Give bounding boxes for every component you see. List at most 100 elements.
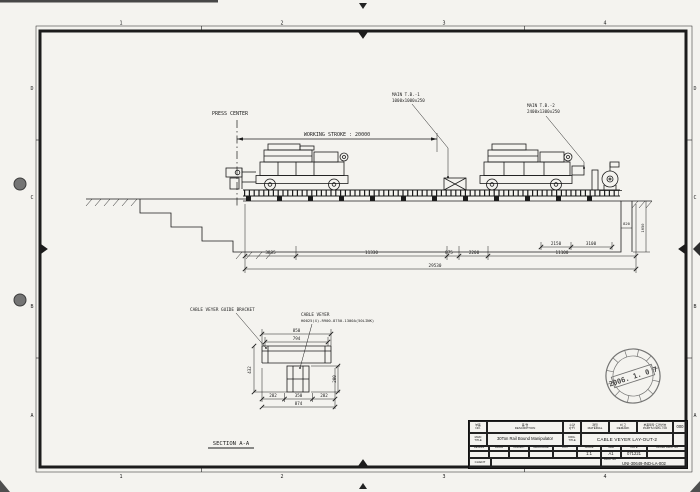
punch-hole xyxy=(13,293,27,307)
zone-row: C xyxy=(30,195,33,201)
label-line: MAIN xyxy=(474,435,482,439)
working-stroke-dim: WORKING STROKE : 20000 xyxy=(237,132,438,152)
wheel xyxy=(328,178,340,191)
header-en: PARTS DWG. NO xyxy=(642,426,668,430)
dim-1650: 1650 xyxy=(640,223,645,233)
titleblock-date-label: DATE xyxy=(621,446,647,451)
header-en: QTY xyxy=(568,426,576,430)
titleblock-header-parts-dwg-no: 부품제작 도면번호 PARTS DWG. NO xyxy=(637,421,673,433)
header-kr: 품 명 xyxy=(521,422,529,427)
main-tb2-callout: MAIN T.B.-2 2400x1300x250 xyxy=(527,103,585,169)
title-block: 부품 NO. 품 명 DESCRIPTION 수량 QTY 재질 MATERIA… xyxy=(468,420,688,469)
rail-beam xyxy=(243,189,620,201)
dim-ticks xyxy=(242,244,639,272)
tong-arm xyxy=(225,167,256,190)
pit-profile xyxy=(139,199,652,253)
wheel xyxy=(486,178,498,191)
sheet-frame xyxy=(35,25,693,473)
press-center-line: PRESS CENTER xyxy=(212,111,249,208)
header-kr: 부품제작 도면번호 xyxy=(643,422,667,427)
zone-col: 3 xyxy=(442,474,445,480)
titleblock-upper-dwg-label: UPPER DWG. NO xyxy=(647,446,687,451)
label-line: DWG. xyxy=(568,435,576,439)
dim-3100: 3100 xyxy=(586,241,597,247)
header-en: DESCRIPTION xyxy=(514,426,536,430)
main-tb2-size: 2400x1300x250 xyxy=(527,109,560,114)
carriage-frame xyxy=(255,175,349,184)
center-mark-top xyxy=(357,30,369,39)
titleblock-header-material: 재질 MATERIAL xyxy=(581,421,609,433)
center-mark-left xyxy=(39,243,48,255)
titleblock-sheet-no: 000 xyxy=(673,421,687,433)
terminal-box-1 xyxy=(443,177,467,191)
titleblock-sign-design-cell xyxy=(469,451,489,458)
label-line: TITLE xyxy=(474,438,482,442)
zone-labels: 1 2 3 4 1 2 3 4 D C B A D C B A xyxy=(30,21,696,481)
zone-row: D xyxy=(30,86,33,92)
titleblock-blank-cell xyxy=(673,433,687,446)
dim-3835: 3835 xyxy=(265,250,276,256)
titleblock-upper-dwg-value xyxy=(647,451,687,458)
press-center-label: PRESS CENTER xyxy=(212,111,249,117)
approval-stamp: 2006. 1. 0 7 xyxy=(605,348,661,404)
titleblock-dwg-title-label: DWG. TITLE xyxy=(563,433,581,446)
cable-veyer-detail: CABLE VEYER GUIDE BRACKET CABLE VEYER H0… xyxy=(190,307,374,449)
hatching xyxy=(85,198,653,260)
zone-col: 2 xyxy=(280,21,283,27)
titleblock-unit-label: UNIT xyxy=(553,446,577,451)
working-stroke-label: WORKING STROKE : 20000 xyxy=(304,132,370,138)
header-en: NO. xyxy=(475,426,481,430)
titleblock-sign-draw: DRAW xyxy=(489,446,509,451)
titleblock-header-description: 품 명 DESCRIPTION xyxy=(487,421,563,433)
zone-col: 3 xyxy=(442,21,445,27)
dim-875: 875 xyxy=(445,250,453,256)
header-kr: 재질 xyxy=(592,422,598,427)
dim-29530: 29530 xyxy=(429,263,442,269)
main-tb1-label: MAIN T.B.-1 xyxy=(392,92,420,97)
punch-holes xyxy=(13,177,27,307)
motor-end xyxy=(339,152,349,162)
pit-section xyxy=(85,198,653,260)
dim-820: 820 xyxy=(623,221,631,226)
cable-drum xyxy=(601,170,619,188)
header-kr: 부품 xyxy=(475,422,481,427)
motor-end xyxy=(563,152,573,162)
manipulator-unit-left xyxy=(225,143,349,191)
titleblock-dwg-title: CABLE VEYER LAY-OUT-2 xyxy=(581,433,673,446)
cable-veyer-label: CABLE VEYER xyxy=(301,312,330,318)
titleblock-main-title: 30Ton Rail Bound Manipulator xyxy=(487,433,563,446)
zone-col: 4 xyxy=(603,474,606,480)
veyer-section xyxy=(286,365,310,393)
detail-dim-ticks xyxy=(251,331,341,410)
titleblock-client-value xyxy=(491,458,601,468)
titleblock-size-value: A1 xyxy=(601,451,621,458)
center-mark-right xyxy=(678,243,687,255)
header-en: MATERIAL xyxy=(587,426,603,430)
punch-hole xyxy=(13,177,27,191)
label-line: TITLE xyxy=(568,438,576,442)
titleblock-sign-draw-cell xyxy=(489,451,509,458)
dim-794: 794 xyxy=(293,336,301,341)
dim-850: 850 xyxy=(293,328,301,333)
header-kr: 비 고 xyxy=(619,422,627,427)
dim-11330: 11330 xyxy=(365,250,378,256)
main-tb1-callout: MAIN T.B.-1 1000x1000x250 xyxy=(392,92,449,178)
zone-row: C xyxy=(693,195,696,201)
coupling xyxy=(571,165,585,176)
section-label: SECTION A-A xyxy=(213,441,250,447)
cable-veyer-spec: H0025(X)-R900-8750-1300A(50LINK) xyxy=(301,318,374,323)
titleblock-date-value: 071221 xyxy=(621,451,647,458)
main-tb1-size: 1000x1000x250 xyxy=(392,98,425,103)
dim-200: 200 xyxy=(332,375,337,383)
titleblock-size-label: SIZE xyxy=(601,446,621,451)
titleblock-main-title-label: MAIN TITLE xyxy=(469,433,487,446)
main-dimensions: 3835 11330 875 2200 11100 29530 2150 310… xyxy=(242,201,650,273)
stamp-ring-segments xyxy=(606,349,660,403)
carriage-body xyxy=(259,161,345,176)
dim-11100: 11100 xyxy=(556,250,569,256)
dwg-no-value: UNI-30649-IND-LA-002 xyxy=(622,461,666,467)
zone-row: B xyxy=(693,304,696,310)
cable-bracket-label: CABLE VEYER GUIDE BRACKET xyxy=(190,307,255,313)
